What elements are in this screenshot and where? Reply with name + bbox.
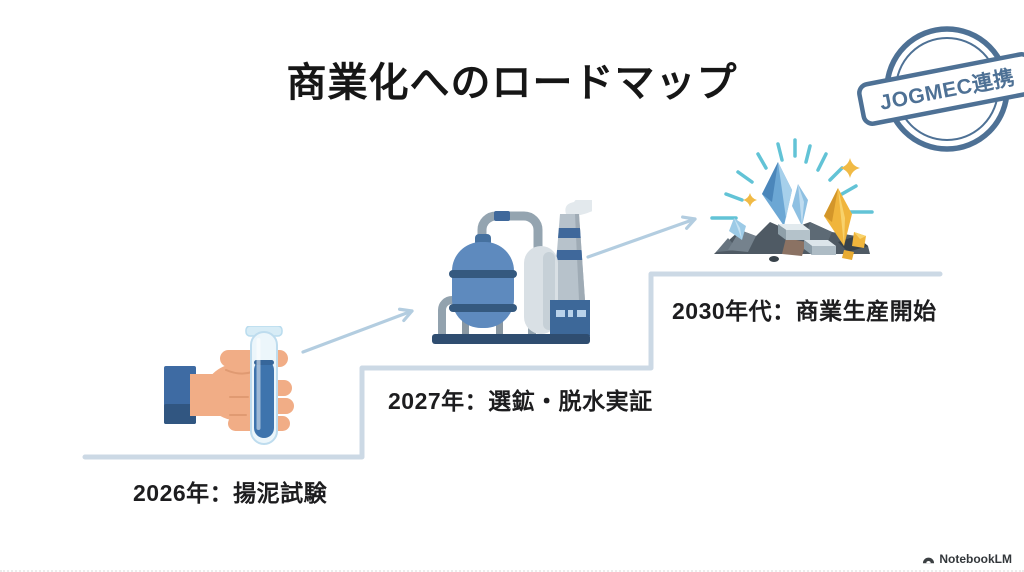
sparkle-rays-icon [710,138,874,220]
notebooklm-logo-icon [923,557,935,563]
bottom-edge-divider [0,570,1024,572]
minerals-icon [710,138,874,262]
arrow-step2-to-step3 [586,215,697,259]
watermark: NotebookLM [922,552,1012,566]
jogmec-stamp-badge: JOGMEC連携 [857,26,1024,152]
arrow-step1-to-step2 [301,307,414,354]
step2-label: 2027年：選鉱・脱水実証 [388,388,653,414]
watermark-label: NotebookLM [939,552,1012,566]
step1-label: 2026年：揚泥試験 [133,480,328,506]
factory-icon [432,200,592,344]
hand-test-tube-icon [164,326,294,445]
step3-label: 2030年代：商業生産開始 [672,298,937,324]
page-title: 商業化へのロードマップ [286,61,738,105]
